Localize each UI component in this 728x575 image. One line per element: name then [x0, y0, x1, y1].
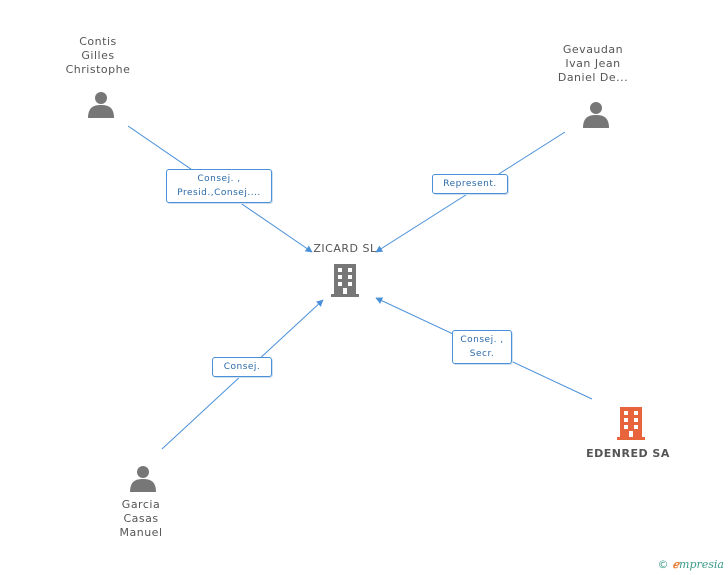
- copyright-icon: ©: [657, 558, 669, 571]
- edge-label-contis[interactable]: Consej. , Presid.,Consej....: [166, 169, 272, 203]
- node-label-edenred[interactable]: EDENRED SA: [586, 447, 670, 460]
- node-label-gevaudan[interactable]: Gevaudan Ivan Jean Daniel De...: [557, 43, 629, 84]
- building-icon[interactable]: [617, 407, 645, 440]
- person-icon[interactable]: [583, 102, 609, 128]
- brand-logo-text: mpresia: [679, 558, 724, 571]
- brand-logo-e: ℯ: [672, 558, 680, 571]
- edge-label-garcia[interactable]: Consej.: [212, 357, 272, 377]
- node-label-contis[interactable]: Contis Gilles Christophe: [65, 35, 131, 76]
- person-icon[interactable]: [130, 466, 156, 492]
- building-icon[interactable]: [331, 264, 359, 297]
- edge-label-gevaudan[interactable]: Represent.: [432, 174, 508, 194]
- edge-label-edenred[interactable]: Consej. , Secr.: [452, 330, 512, 364]
- footer-brand: ©ℯmpresia: [658, 558, 724, 571]
- node-label-garcia[interactable]: Garcia Casas Manuel: [119, 498, 163, 539]
- node-label-zicard[interactable]: ZICARD SL: [313, 242, 377, 255]
- person-icon[interactable]: [88, 92, 114, 118]
